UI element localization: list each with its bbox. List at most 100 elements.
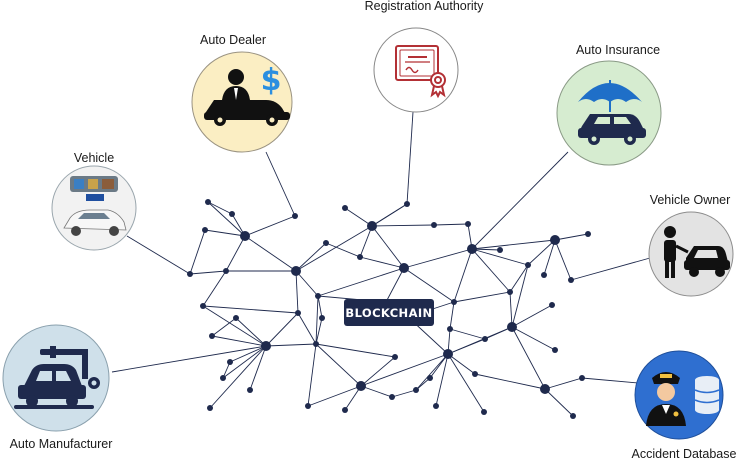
network-node: [356, 381, 366, 391]
insurance-circle: [556, 60, 662, 166]
network-edge: [447, 353, 485, 413]
network-edge: [265, 312, 299, 347]
network-edge: [297, 312, 317, 345]
network-edge: [543, 239, 556, 276]
network-edge: [391, 389, 417, 398]
certificate-icon: [395, 45, 446, 99]
participant-link: [265, 151, 296, 217]
network-edge: [453, 291, 511, 303]
network-node: [292, 213, 298, 219]
network-edge: [211, 317, 237, 337]
network-node: [187, 271, 193, 277]
network-node: [291, 266, 301, 276]
network-node: [227, 359, 233, 365]
network-node: [467, 244, 477, 254]
network-edge: [511, 304, 553, 328]
network-edge: [315, 343, 396, 358]
network-edge: [265, 343, 317, 347]
network-edge: [211, 335, 267, 347]
network-edge: [202, 305, 267, 347]
network-node: [447, 326, 453, 332]
dealer-dollar-icon: $: [204, 63, 290, 126]
participant-accident-database: Accident Database: [632, 350, 737, 461]
network-edge: [360, 353, 449, 387]
network-edge: [359, 256, 405, 269]
network-edge: [474, 373, 546, 390]
network-edge: [453, 248, 473, 303]
network-node: [427, 375, 433, 381]
network-node: [433, 403, 439, 409]
network-edge: [527, 239, 556, 266]
participant-link: [570, 257, 651, 281]
network-edge: [222, 345, 267, 379]
network-node: [392, 354, 398, 360]
registration-label: Registration Authority: [365, 0, 485, 13]
network-nodes: [187, 199, 591, 419]
network-edge: [511, 326, 556, 351]
network-edge: [509, 264, 529, 293]
network-edge: [509, 291, 513, 328]
network-node: [319, 315, 325, 321]
network-node: [481, 409, 487, 415]
network-node: [507, 322, 517, 332]
network-node: [549, 302, 555, 308]
network-edge: [511, 264, 529, 328]
network-node: [220, 375, 226, 381]
network-edge: [447, 338, 486, 355]
network-edge: [225, 235, 246, 272]
network-edge: [471, 248, 511, 293]
network-edge: [403, 267, 455, 303]
network-edge: [344, 207, 373, 227]
network-node: [315, 293, 321, 299]
network-edge: [371, 224, 435, 227]
network-edge: [295, 225, 373, 272]
dollar-icon: $: [261, 63, 282, 98]
network-edge: [371, 225, 405, 269]
network-node: [261, 341, 271, 351]
network-node: [552, 347, 558, 353]
network-node: [465, 221, 471, 227]
network-node: [472, 371, 478, 377]
network-node: [323, 240, 329, 246]
network-node: [209, 333, 215, 339]
network-node: [342, 407, 348, 413]
network-edge: [315, 317, 323, 345]
network-edge: [229, 345, 267, 363]
network-edge: [235, 317, 267, 347]
owner-car-icon: [664, 226, 730, 278]
network-node: [507, 289, 513, 295]
network-node: [233, 315, 239, 321]
network-node: [240, 231, 250, 241]
network-edge: [244, 215, 296, 237]
network-edge: [359, 225, 373, 258]
network-node: [404, 201, 410, 207]
participant-auto-manufacturer: Auto Manufacturer: [2, 324, 112, 451]
network-node: [295, 310, 301, 316]
blockchain-badge-bg: [344, 299, 434, 326]
participant-link: [471, 151, 569, 250]
network-node: [205, 199, 211, 205]
participant-vehicle-owner: Vehicle Owner: [648, 193, 734, 297]
network-edge: [317, 267, 405, 297]
network-edge: [449, 328, 486, 340]
network-node: [367, 221, 377, 231]
network-node: [525, 262, 531, 268]
network-node: [585, 231, 591, 237]
network-edge: [471, 248, 529, 266]
network-edge: [202, 305, 299, 314]
network-edge: [435, 353, 449, 407]
participant-link: [126, 235, 191, 275]
participant-link: [406, 111, 414, 205]
network-node: [357, 254, 363, 260]
network-edge: [244, 235, 297, 272]
network-node: [207, 405, 213, 411]
network-edge: [249, 345, 267, 391]
umbrella-car-icon: [578, 80, 646, 145]
network-edge: [315, 295, 319, 345]
network-edge: [295, 242, 327, 272]
network-node: [451, 299, 457, 305]
network-node: [247, 387, 253, 393]
network-edge: [447, 353, 476, 375]
network-edge: [415, 353, 449, 391]
network-edge: [207, 201, 246, 237]
